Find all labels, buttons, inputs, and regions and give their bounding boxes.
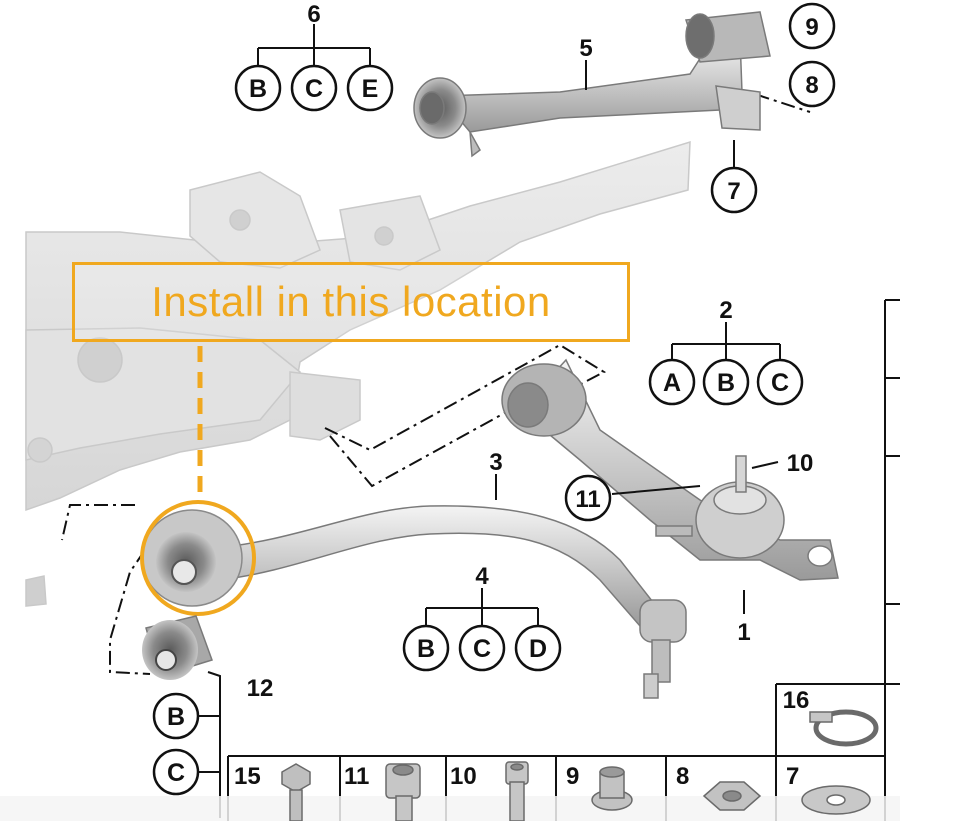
flange-nut-icon [591,766,633,811]
washer-icon [801,785,871,815]
socket-head-bolt-icon [385,763,421,821]
part-12-bushing [142,615,213,680]
letter-6-b: B [249,75,267,103]
leader-lines [196,24,781,818]
hex-nut-icon [702,781,762,811]
letter-12-c: C [167,759,185,787]
label-1: 1 [737,619,750,646]
label-5: 5 [579,35,592,62]
part-3-lower-arm [214,505,687,699]
letter-4-b: B [417,635,435,663]
bottom-fade-strip [0,796,900,821]
letter-circles [152,64,804,796]
label-8: 8 [805,72,818,99]
socket-head-screw-icon [505,761,529,821]
label-16: 16 [783,687,810,714]
install-location-callout: Install in this location [72,262,630,342]
letter-2-c: C [771,369,789,397]
table-number-7: 7 [786,763,799,790]
letter-4-c: C [473,635,491,663]
label-7: 7 [727,178,740,205]
label-10: 10 [787,450,814,477]
part-5-upper-arm [413,11,771,158]
letter-6-c: C [305,75,323,103]
subframe-ghost [25,140,691,607]
letter-2-a: A [663,369,681,397]
table-number-9: 9 [566,763,579,790]
letter-4-d: D [529,635,547,663]
letter-6-e: E [362,75,379,103]
label-12: 12 [247,675,274,702]
letter-12-b: B [167,703,185,731]
part-1-wishbone [501,358,839,581]
label-4: 4 [475,563,489,590]
letter-2-b: B [717,369,735,397]
label-9: 9 [805,14,818,41]
label-6: 6 [307,1,320,28]
label-3: 3 [489,449,502,476]
hose-clamp-icon [809,709,879,747]
label-2: 2 [719,297,732,324]
assembly-lines [61,85,811,675]
highlight-circle [140,500,256,616]
table-number-8: 8 [676,763,689,790]
table-number-11: 11 [344,763,369,790]
number-circles [564,2,836,522]
bushing-highlighted [141,509,243,607]
label-11: 11 [575,486,600,513]
table-number-10: 10 [450,763,477,790]
hex-flange-bolt-icon [281,763,311,821]
table-number-15: 15 [234,763,261,790]
